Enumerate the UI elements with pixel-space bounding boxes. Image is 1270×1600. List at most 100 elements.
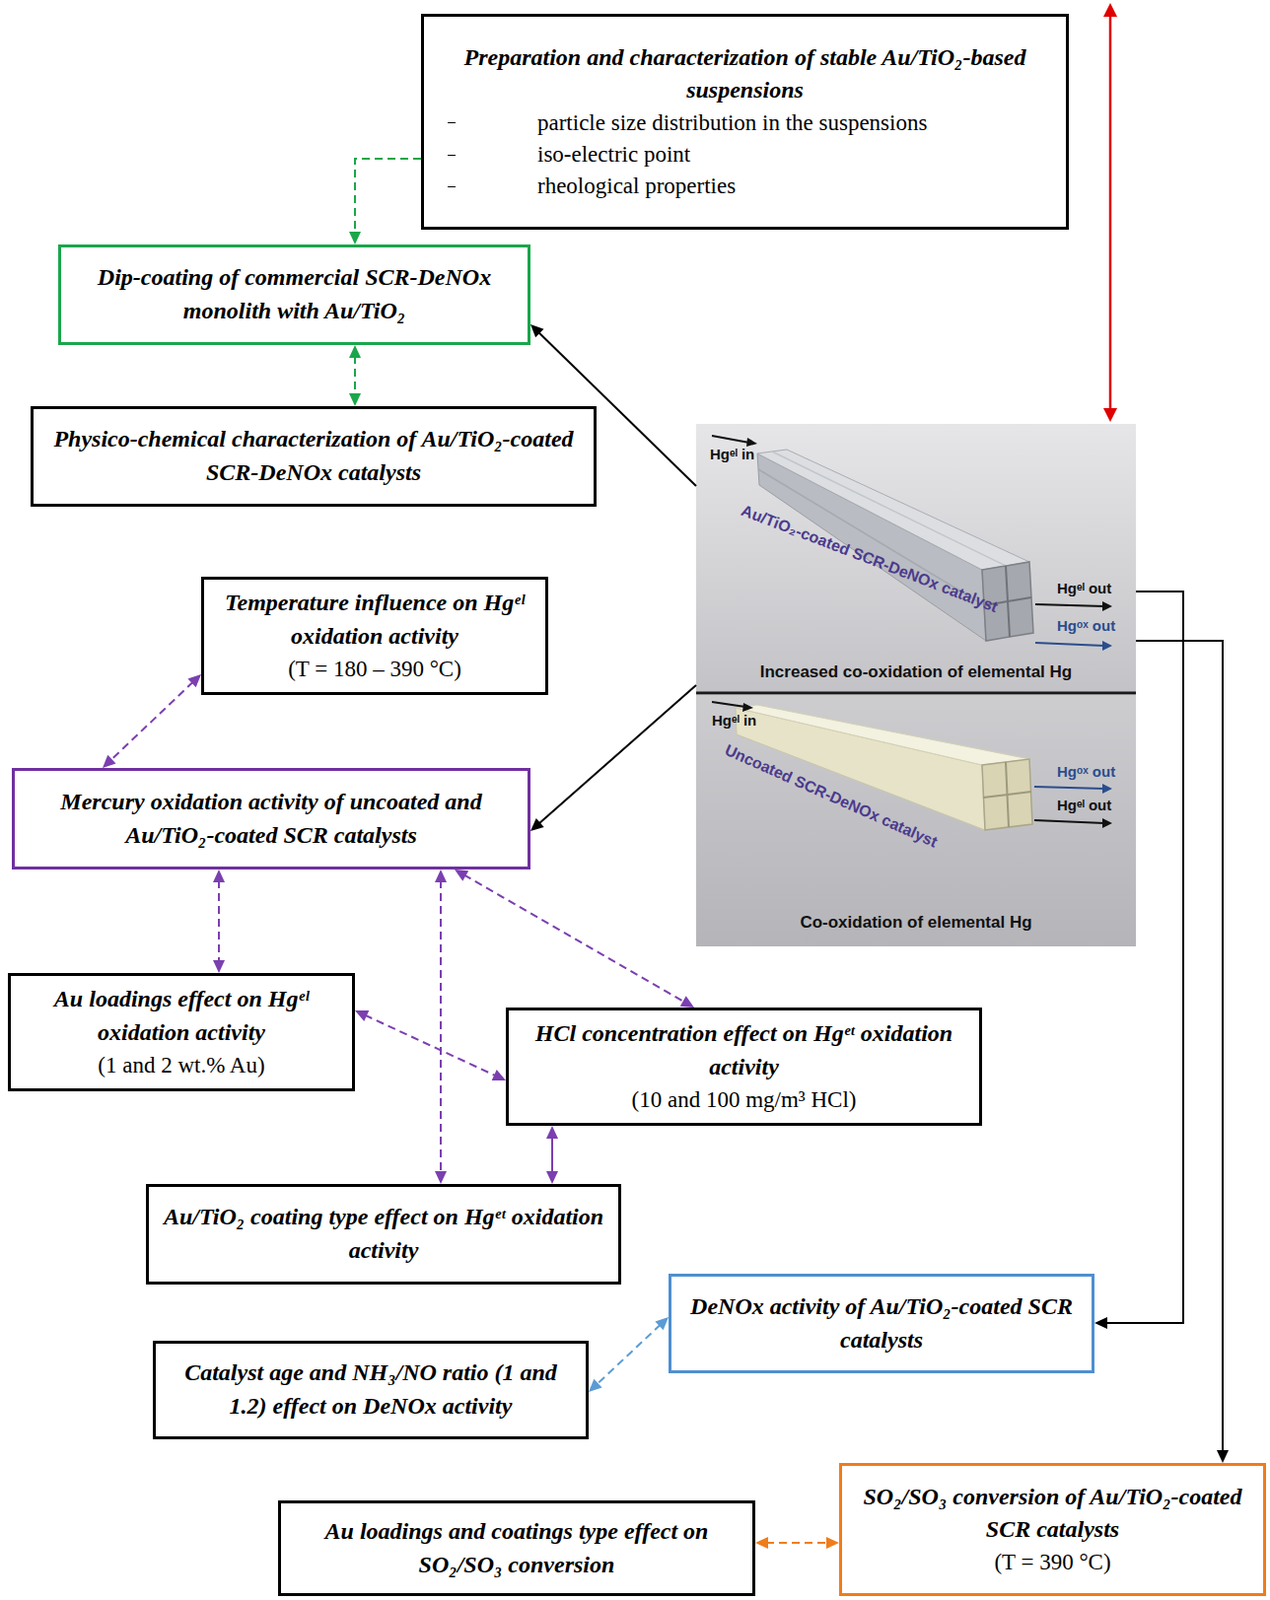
arrowhead (1216, 1450, 1229, 1464)
box-text: Temperature influence on Hgᵉˡ oxidation … (217, 586, 532, 653)
arrowhead (588, 1379, 603, 1393)
list-dash (447, 186, 456, 188)
box-content: HCl concentration effect on Hgᵉᵗ oxidati… (522, 1017, 966, 1116)
box-content: Au loadings effect on Hgᵉˡ oxidation act… (24, 983, 339, 1081)
process-box: Catalyst age and NH₃/NO ratio (1 and 1.2… (152, 1340, 589, 1440)
connector-line (1105, 591, 1184, 1324)
red-double-arrow (1103, 2, 1118, 423)
arrowhead (187, 674, 202, 688)
list-dash (447, 122, 456, 124)
box-text: DeNOx activity of Au/TiO₂-coated SCR cat… (685, 1290, 1078, 1357)
arrowhead (826, 1537, 840, 1550)
box-text: SO₂/SO₃ conversion of Au/TiO₂-coated SCR… (855, 1481, 1250, 1548)
connector (546, 1126, 559, 1185)
connector (434, 869, 447, 1185)
arrowhead (1094, 1317, 1108, 1330)
arrowhead (102, 755, 117, 769)
connector (349, 158, 422, 245)
arrowhead (212, 960, 225, 974)
photo-label: Hgᵉˡ in (711, 711, 757, 730)
connector-line (464, 874, 686, 1002)
list-item: rheological properties (437, 170, 1053, 203)
connector (1135, 640, 1229, 1464)
connector-line (766, 1542, 829, 1545)
list-item-text: particle size distribution in the suspen… (537, 107, 927, 140)
connector (588, 1317, 669, 1393)
process-box: Au/TiO₂ coating type effect on Hgᵉᵗ oxid… (145, 1184, 622, 1285)
photo-label: Increased co-oxidation of elemental Hg (696, 662, 1136, 683)
photo-label: Hgᵉˡ out (1057, 796, 1112, 815)
arrowhead (546, 1126, 559, 1139)
photo-label: Co-oxidation of elemental Hg (696, 913, 1136, 933)
arrowhead (349, 393, 361, 407)
box-text: HCl concentration effect on Hgᵉᵗ oxidati… (522, 1017, 966, 1084)
photo-label: Au/TiO₂-coated SCR-DeNOx catalyst (738, 500, 1001, 617)
process-box: HCl concentration effect on Hgᵉᵗ oxidati… (505, 1007, 983, 1127)
box-content: Mercury oxidation activity of uncoated a… (28, 785, 514, 852)
arrowhead (212, 869, 225, 883)
connector-line (110, 682, 194, 762)
box-content: Preparation and characterization of stab… (437, 41, 1053, 204)
photo-label: Hgᵉˡ out (1057, 579, 1112, 598)
photo-panel: Hgᵉˡ in Uncoated SCR-DeNOx catalyst Hgᵒˣ o… (696, 694, 1136, 947)
list-dash (447, 154, 456, 156)
photo-label: Uncoated SCR-DeNOx catalyst (721, 740, 940, 852)
box-text: (T = 180 – 390 °C) (217, 653, 532, 686)
connector (354, 1010, 506, 1081)
process-box: Temperature influence on Hgᵉˡ oxidation … (201, 576, 549, 696)
box-text: Preparation and characterization of stab… (437, 41, 1053, 108)
connector-line (1135, 640, 1223, 1453)
photo-label: Hgᵒˣ out (1057, 617, 1116, 635)
arrowhead (530, 324, 544, 338)
connector-line (353, 355, 356, 396)
box-content: Dip-coating of commercial SCR-DeNOx mono… (74, 261, 514, 328)
arrowhead (354, 1010, 369, 1022)
coated-monolith-photo (696, 423, 1136, 695)
box-content: Temperature influence on Hgᵉˡ oxidation … (217, 586, 532, 685)
process-box: Preparation and characterization of stab… (421, 13, 1069, 230)
arrowhead (755, 1537, 769, 1550)
process-box: Au loadings and coatings type effect on … (278, 1500, 756, 1597)
list-item: iso-electric point (437, 139, 1053, 171)
uncoated-monolith-photo (696, 695, 1136, 947)
connector (212, 869, 225, 974)
process-box: Mercury oxidation activity of uncoated a… (11, 768, 531, 870)
arrowhead (434, 869, 447, 883)
connector-line (217, 880, 220, 963)
connector (454, 869, 695, 1008)
arrowhead (434, 1171, 447, 1185)
process-box: DeNOx activity of Au/TiO₂-coated SCR cat… (668, 1273, 1095, 1374)
box-text: (1 and 2 wt.% Au) (24, 1050, 339, 1082)
connector (1094, 591, 1184, 1330)
box-text: Catalyst age and NH₃/NO ratio (1 and 1.2… (169, 1356, 572, 1423)
arrowhead (349, 345, 361, 358)
box-text: Dip-coating of commercial SCR-DeNOx mono… (74, 261, 514, 328)
connector (530, 685, 697, 832)
list-item-text: rheological properties (537, 170, 736, 203)
box-content: Au/TiO₂ coating type effect on Hgᵉᵗ oxid… (162, 1200, 605, 1268)
box-text: Au loadings effect on Hgᵉˡ oxidation act… (24, 983, 339, 1050)
photo-panel: Hgᵉˡ inAu/TiO₂-coated SCR-DeNOx catalyst… (696, 423, 1136, 695)
connector (102, 674, 202, 769)
arrowhead (454, 869, 469, 882)
arrowhead (492, 1069, 506, 1081)
photo-label: Hgᵒˣ out (1057, 763, 1116, 781)
box-text: Au loadings and coatings type effect on … (294, 1515, 739, 1582)
list-item-text: iso-electric point (537, 139, 691, 171)
box-content: DeNOx activity of Au/TiO₂-coated SCR cat… (685, 1290, 1078, 1357)
process-box: SO₂/SO₃ conversion of Au/TiO₂-coated SCR… (839, 1463, 1267, 1597)
arrowhead (654, 1317, 669, 1331)
connector-line (596, 1325, 661, 1386)
connector-line (538, 685, 697, 825)
connector-line (439, 880, 442, 1174)
box-content: Catalyst age and NH₃/NO ratio (1 and 1.2… (169, 1356, 572, 1423)
process-box: Au loadings effect on Hgᵉˡ oxidation act… (7, 973, 355, 1092)
process-box: Dip-coating of commercial SCR-DeNOx mono… (58, 244, 531, 346)
arrowhead (349, 231, 361, 245)
box-text: (T = 390 °C) (855, 1547, 1250, 1579)
box-content: Physico-chemical characterization of Au/… (47, 423, 580, 490)
connector (349, 345, 361, 407)
box-content: SO₂/SO₃ conversion of Au/TiO₂-coated SCR… (855, 1481, 1250, 1579)
connector-line (354, 158, 422, 234)
